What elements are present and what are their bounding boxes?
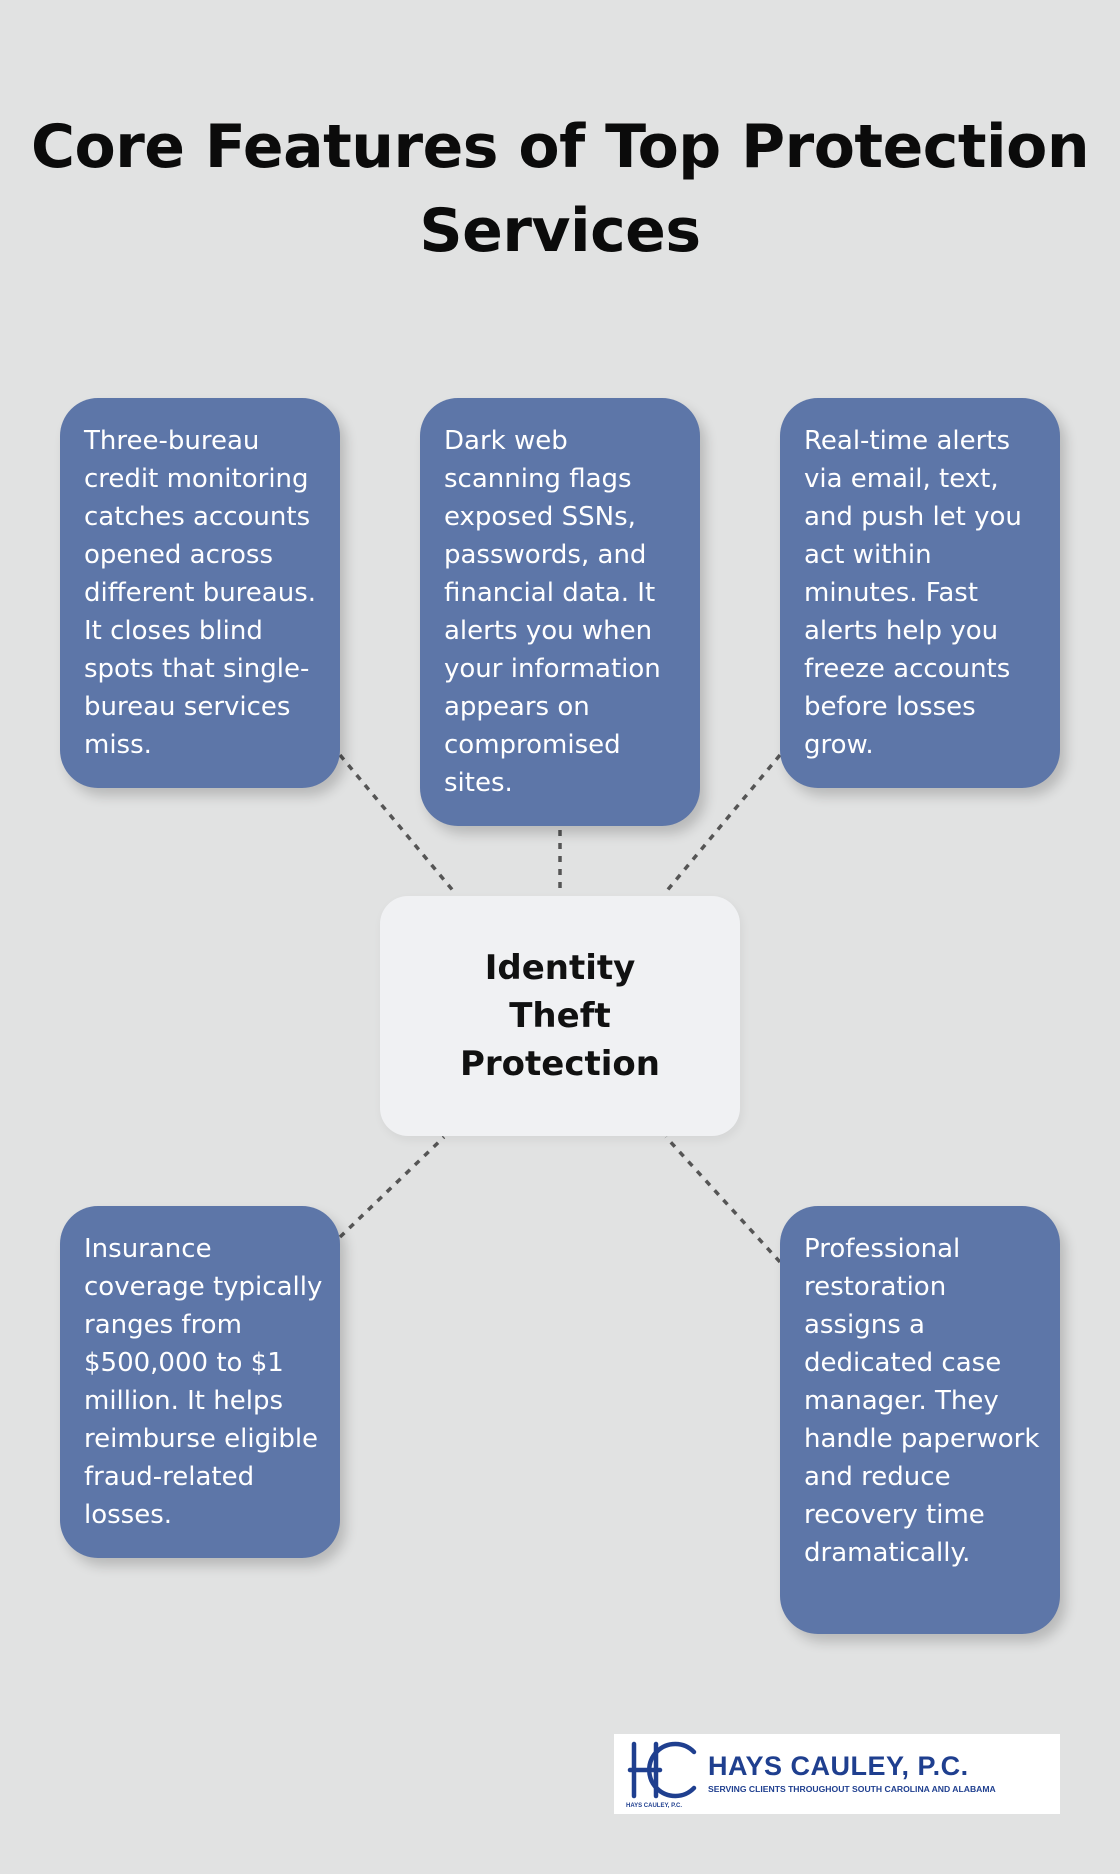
page-title: Core Features of Top Protection Services (30, 112, 1090, 266)
logo-small-text: HAYS CAULEY, P.C. (626, 1803, 683, 1809)
card-real-time-alerts-text: Real-time alerts via email, text, and pu… (804, 426, 1022, 760)
card-restoration: Professional restoration assigns a dedic… (780, 1206, 1060, 1634)
company-logo: HAYS CAULEY, P.C. SERVING CLIENTS THROUG… (614, 1734, 1060, 1814)
center-node: Identity Theft Protection (380, 896, 740, 1136)
connector-credit-monitoring (338, 753, 457, 895)
hc-monogram-icon (627, 1741, 697, 1799)
connector-real-time-alerts (663, 753, 782, 895)
logo-tagline: SERVING CLIENTS THROUGHOUT SOUTH CAROLIN… (708, 1784, 996, 1794)
card-real-time-alerts: Real-time alerts via email, text, and pu… (780, 398, 1060, 788)
logo-name: HAYS CAULEY, P.C. (708, 1751, 969, 1781)
connector-insurance (338, 1135, 446, 1239)
card-insurance: Insurance coverage typically ranges from… (60, 1206, 340, 1558)
card-dark-web: Dark web scanning flags exposed SSNs, pa… (420, 398, 700, 826)
card-credit-monitoring-text: Three-bureau credit monitoring catches a… (84, 426, 317, 760)
connector-restoration (664, 1135, 782, 1264)
center-node-label: Identity Theft Protection (460, 948, 660, 1084)
card-dark-web-text: Dark web scanning flags exposed SSNs, pa… (444, 426, 661, 798)
card-restoration-text: Professional restoration assigns a dedic… (804, 1234, 1040, 1568)
card-insurance-text: Insurance coverage typically ranges from… (84, 1234, 323, 1530)
card-credit-monitoring: Three-bureau credit monitoring catches a… (60, 398, 340, 788)
